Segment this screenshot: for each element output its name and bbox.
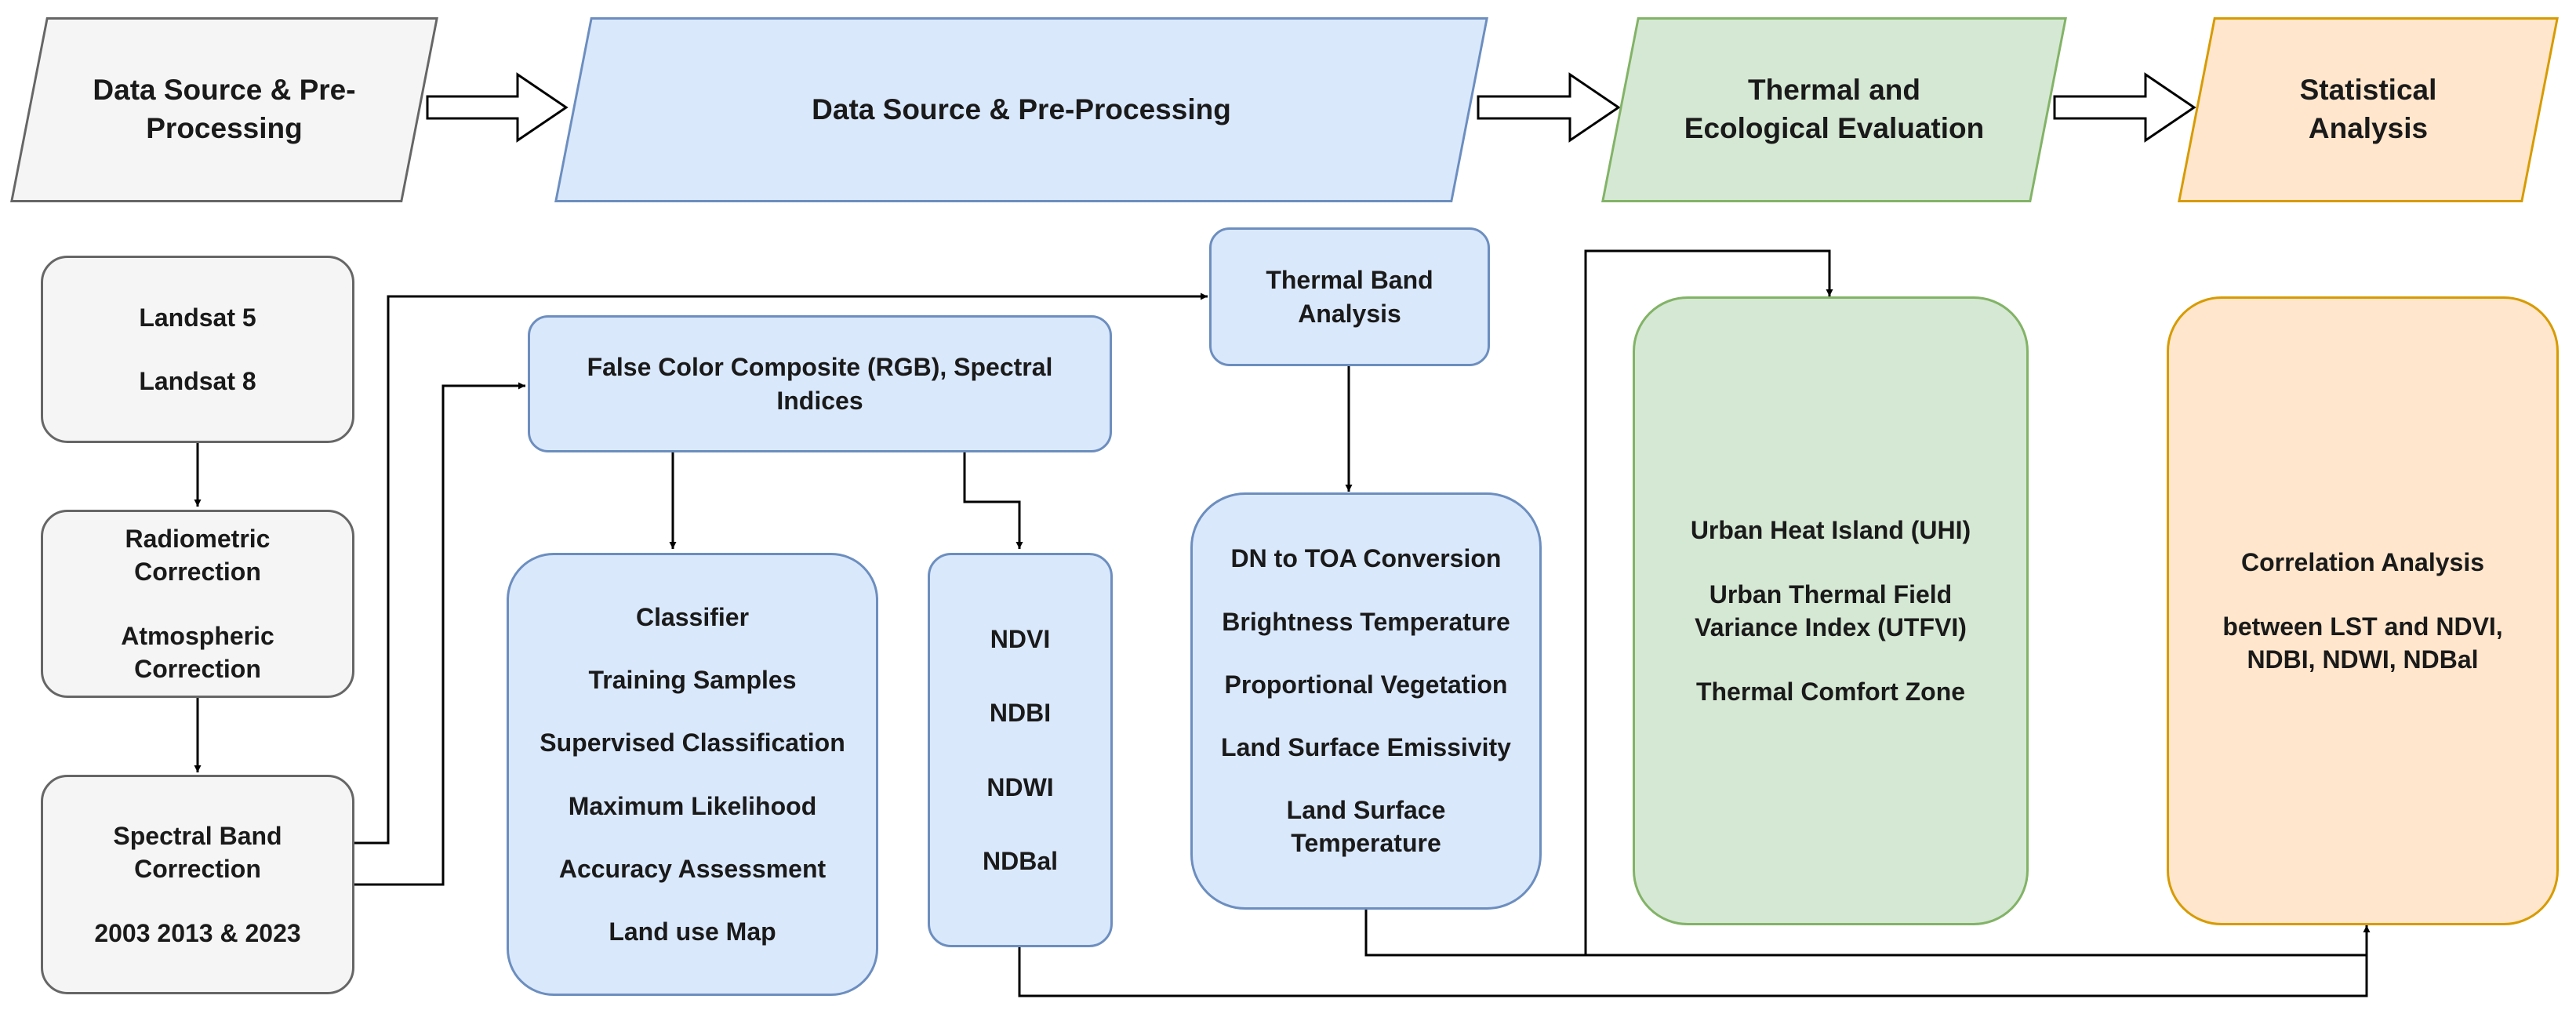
classification-item-training-samples: Training Samples xyxy=(588,666,797,695)
thermal-band-box: Thermal Band Analysis xyxy=(1209,227,1490,366)
thermal-band-label: Thermal Band Analysis xyxy=(1266,266,1433,328)
classification-box: Classifier Training Samples Supervised C… xyxy=(507,553,878,996)
study-years: 2003 2013 & 2023 xyxy=(94,919,301,948)
lst-step-brightness: Brightness Temperature xyxy=(1222,607,1510,636)
header-data-source: Data Source & Pre-Processing xyxy=(28,17,420,202)
fcc-box: False Color Composite (RGB), Spectral In… xyxy=(528,315,1112,452)
spectral-band-box: Spectral Band Correction 2003 2013 & 202… xyxy=(41,775,354,994)
landsat-5: Landsat 5 xyxy=(139,303,256,332)
thermal-eval-comfort-zone: Thermal Comfort Zone xyxy=(1695,678,1966,707)
lst-step-lst: Land Surface Temperature xyxy=(1286,796,1446,858)
stats-correlation-title: Correlation Analysis xyxy=(2240,547,2484,576)
landsat-8: Landsat 8 xyxy=(139,366,256,395)
stats-correlation-detail: between LST and NDVI, NDBI, NDWI, NDBal xyxy=(2222,612,2503,674)
indices-box: NDVI NDBI NDWI NDBal xyxy=(928,553,1113,947)
block-arrow-1 xyxy=(426,72,569,143)
index-ndbi: NDBI xyxy=(989,699,1052,728)
lst-step-emissivity: Land Surface Emissivity xyxy=(1221,733,1511,761)
stats-box: Correlation Analysis between LST and NDV… xyxy=(2167,296,2559,925)
index-ndbal: NDBal xyxy=(982,846,1058,875)
thermal-eval-utfvi: Urban Thermal Field Variance Index (UTFV… xyxy=(1695,579,1967,641)
lst-steps-box: DN to TOA Conversion Brightness Temperat… xyxy=(1190,492,1542,910)
fcc-label: False Color Composite (RGB), Spectral In… xyxy=(587,353,1053,415)
atmospheric-correction: Atmospheric Correction xyxy=(121,622,274,684)
lst-step-vegetation: Proportional Vegetation xyxy=(1224,670,1508,699)
header-pre-processing: Data Source & Pre-Processing xyxy=(572,17,1470,202)
classification-item-supervised: Supervised Classification xyxy=(540,728,845,758)
classification-item-land-use-map: Land use Map xyxy=(609,917,776,946)
block-arrow-2 xyxy=(1477,72,1621,143)
radiometric-correction: Radiometric Correction xyxy=(125,524,271,586)
header-statistical-analysis-label: Statistical Analysis xyxy=(2299,74,2437,144)
header-thermal-ecological: Thermal and Ecological Evaluation xyxy=(1619,17,2049,202)
arrow-fcc-to-indices xyxy=(963,452,1023,549)
thermal-eval-box: Urban Heat Island (UHI) Urban Thermal Fi… xyxy=(1633,296,2029,925)
classification-item-maximum-likelihood: Maximum Likelihood xyxy=(568,791,817,820)
header-data-source-label: Data Source & Pre-Processing xyxy=(93,74,356,144)
thermal-eval-uhi: Urban Heat Island (UHI) xyxy=(1690,515,1971,544)
lst-step-dn-to-toa: DN to TOA Conversion xyxy=(1230,544,1502,573)
landsat-box: Landsat 5 Landsat 8 xyxy=(41,256,354,443)
arrow-spectral-to-fcc xyxy=(354,382,525,886)
spectral-band-correction: Spectral Band Correction xyxy=(113,821,282,883)
classification-item-accuracy: Accuracy Assessment xyxy=(558,854,827,883)
classification-item-classifier: Classifier xyxy=(635,602,750,631)
arrow-indices-to-stats xyxy=(1018,925,2371,997)
block-arrow-3 xyxy=(2053,72,2196,143)
correction-box: Radiometric Correction Atmospheric Corre… xyxy=(41,510,354,698)
header-thermal-ecological-label: Thermal and Ecological Evaluation xyxy=(1684,74,1985,144)
arrow-to-thermal-eval xyxy=(1364,249,1833,957)
header-statistical-analysis: Statistical Analysis xyxy=(2196,17,2541,202)
index-ndwi: NDWI xyxy=(986,772,1054,801)
index-ndvi: NDVI xyxy=(990,625,1051,654)
header-pre-processing-label: Data Source & Pre-Processing xyxy=(812,93,1231,125)
arrow-spectral-to-thermal-band xyxy=(354,292,1208,845)
